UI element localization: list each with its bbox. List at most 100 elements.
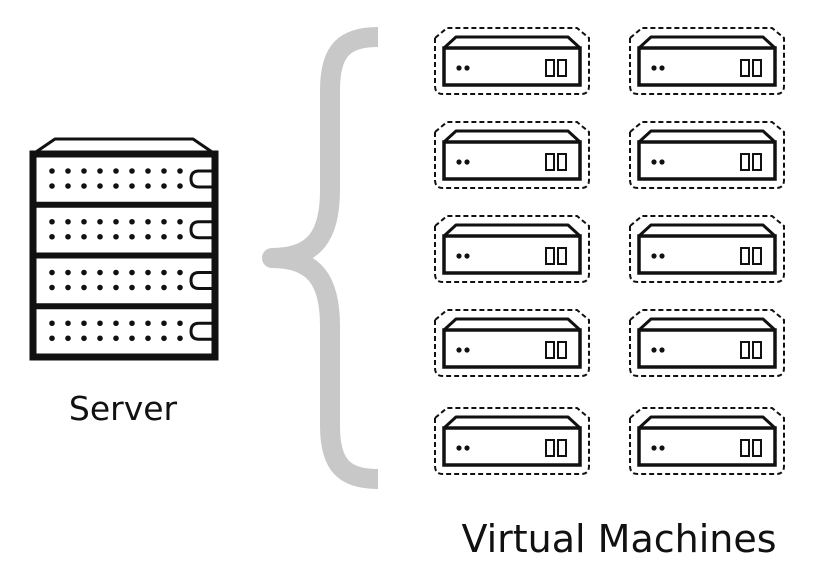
vent-dot bbox=[49, 183, 55, 189]
vent-dot bbox=[145, 284, 151, 291]
vm-status-light bbox=[456, 65, 462, 71]
vent-dot bbox=[49, 320, 55, 327]
virtual-machine-icon bbox=[434, 215, 590, 283]
vm-chassis bbox=[637, 234, 777, 275]
vent-dot bbox=[113, 183, 119, 189]
vm-drive-bay bbox=[752, 59, 762, 77]
vm-status-light bbox=[464, 253, 470, 259]
vent-dot bbox=[177, 335, 183, 342]
vm-chassis bbox=[637, 328, 777, 369]
vent-dot bbox=[161, 269, 167, 276]
vm-status-light bbox=[651, 159, 657, 165]
vm-chassis bbox=[442, 46, 582, 87]
vm-status-light bbox=[659, 445, 665, 451]
vm-status-light bbox=[464, 347, 470, 353]
vent-dot bbox=[145, 183, 151, 189]
vm-chassis bbox=[442, 328, 582, 369]
vm-status-light bbox=[651, 65, 657, 71]
vm-status-light bbox=[659, 159, 665, 165]
server-handle bbox=[189, 220, 215, 240]
virtual-machine-grid bbox=[434, 27, 785, 475]
vm-status-light bbox=[651, 445, 657, 451]
vent-dot bbox=[177, 269, 183, 276]
vm-drive-bay bbox=[752, 439, 762, 457]
vent-dot bbox=[81, 218, 87, 225]
virtual-machine-icon bbox=[434, 27, 590, 95]
vm-chassis bbox=[637, 140, 777, 181]
vent-dot bbox=[113, 233, 119, 240]
vm-chassis bbox=[442, 140, 582, 181]
vent-dot bbox=[65, 218, 71, 225]
virtual-machine-icon bbox=[629, 27, 785, 95]
vent-dot bbox=[161, 183, 167, 189]
vm-status-light bbox=[464, 159, 470, 165]
vm-status-light bbox=[659, 65, 665, 71]
vent-dot bbox=[97, 168, 103, 174]
vent-dot bbox=[65, 183, 71, 189]
vent-dot bbox=[113, 335, 119, 342]
vm-status-light bbox=[659, 253, 665, 259]
vm-drive-bay bbox=[557, 59, 567, 77]
vent-dot bbox=[145, 335, 151, 342]
vent-dot bbox=[177, 218, 183, 225]
vent-dot bbox=[97, 183, 103, 189]
server-unit bbox=[49, 218, 215, 240]
vent-dot bbox=[65, 284, 71, 291]
vent-dot bbox=[49, 269, 55, 276]
vm-drive-bay bbox=[740, 341, 750, 359]
vent-dot bbox=[81, 183, 87, 189]
vm-drive-bay bbox=[545, 341, 555, 359]
vent-dot bbox=[145, 320, 151, 327]
virtual-machine-icon bbox=[434, 309, 590, 377]
vm-status-light bbox=[464, 445, 470, 451]
vm-chassis bbox=[637, 46, 777, 87]
vm-drive-bay bbox=[557, 153, 567, 171]
vm-status-light bbox=[464, 65, 470, 71]
vent-dot bbox=[145, 233, 151, 240]
vent-dot bbox=[97, 335, 103, 342]
vent-dot bbox=[81, 233, 87, 240]
vent-dot bbox=[145, 218, 151, 225]
vm-status-light bbox=[651, 253, 657, 259]
vent-dot bbox=[65, 320, 71, 327]
vent-dot bbox=[129, 183, 135, 189]
vm-dashed-boundary bbox=[629, 407, 785, 475]
server-label: Server bbox=[69, 389, 178, 428]
vent-dot bbox=[97, 320, 103, 327]
vm-dashed-boundary bbox=[434, 407, 590, 475]
vent-dot bbox=[81, 269, 87, 276]
vent-dot bbox=[129, 168, 135, 174]
vm-status-light bbox=[651, 347, 657, 353]
vent-dot bbox=[161, 168, 167, 174]
vent-dot bbox=[129, 320, 135, 327]
server-unit bbox=[49, 168, 215, 189]
vent-dot bbox=[113, 284, 119, 291]
vent-dot bbox=[177, 284, 183, 291]
vent-dot bbox=[49, 168, 55, 174]
vent-dot bbox=[177, 320, 183, 327]
server-unit bbox=[49, 269, 215, 291]
vent-dot bbox=[65, 233, 71, 240]
vm-drive-bay bbox=[740, 439, 750, 457]
vent-dot bbox=[113, 218, 119, 225]
vent-dot bbox=[97, 284, 103, 291]
vent-dot bbox=[81, 335, 87, 342]
vm-dashed-boundary bbox=[629, 121, 785, 189]
vm-chassis bbox=[637, 426, 777, 467]
virtual-machine-icon bbox=[629, 407, 785, 475]
vent-dot bbox=[145, 269, 151, 276]
vm-chassis bbox=[442, 426, 582, 467]
vm-status-light bbox=[659, 347, 665, 353]
vm-drive-bay bbox=[545, 247, 555, 265]
virtual-machine-icon bbox=[629, 309, 785, 377]
vent-dot bbox=[177, 168, 183, 174]
vent-dot bbox=[161, 218, 167, 225]
vm-status-light bbox=[456, 445, 462, 451]
vm-dashed-boundary bbox=[629, 27, 785, 95]
vm-drive-bay bbox=[545, 59, 555, 77]
vent-dot bbox=[129, 233, 135, 240]
vm-status-light bbox=[456, 253, 462, 259]
vent-dot bbox=[49, 218, 55, 225]
